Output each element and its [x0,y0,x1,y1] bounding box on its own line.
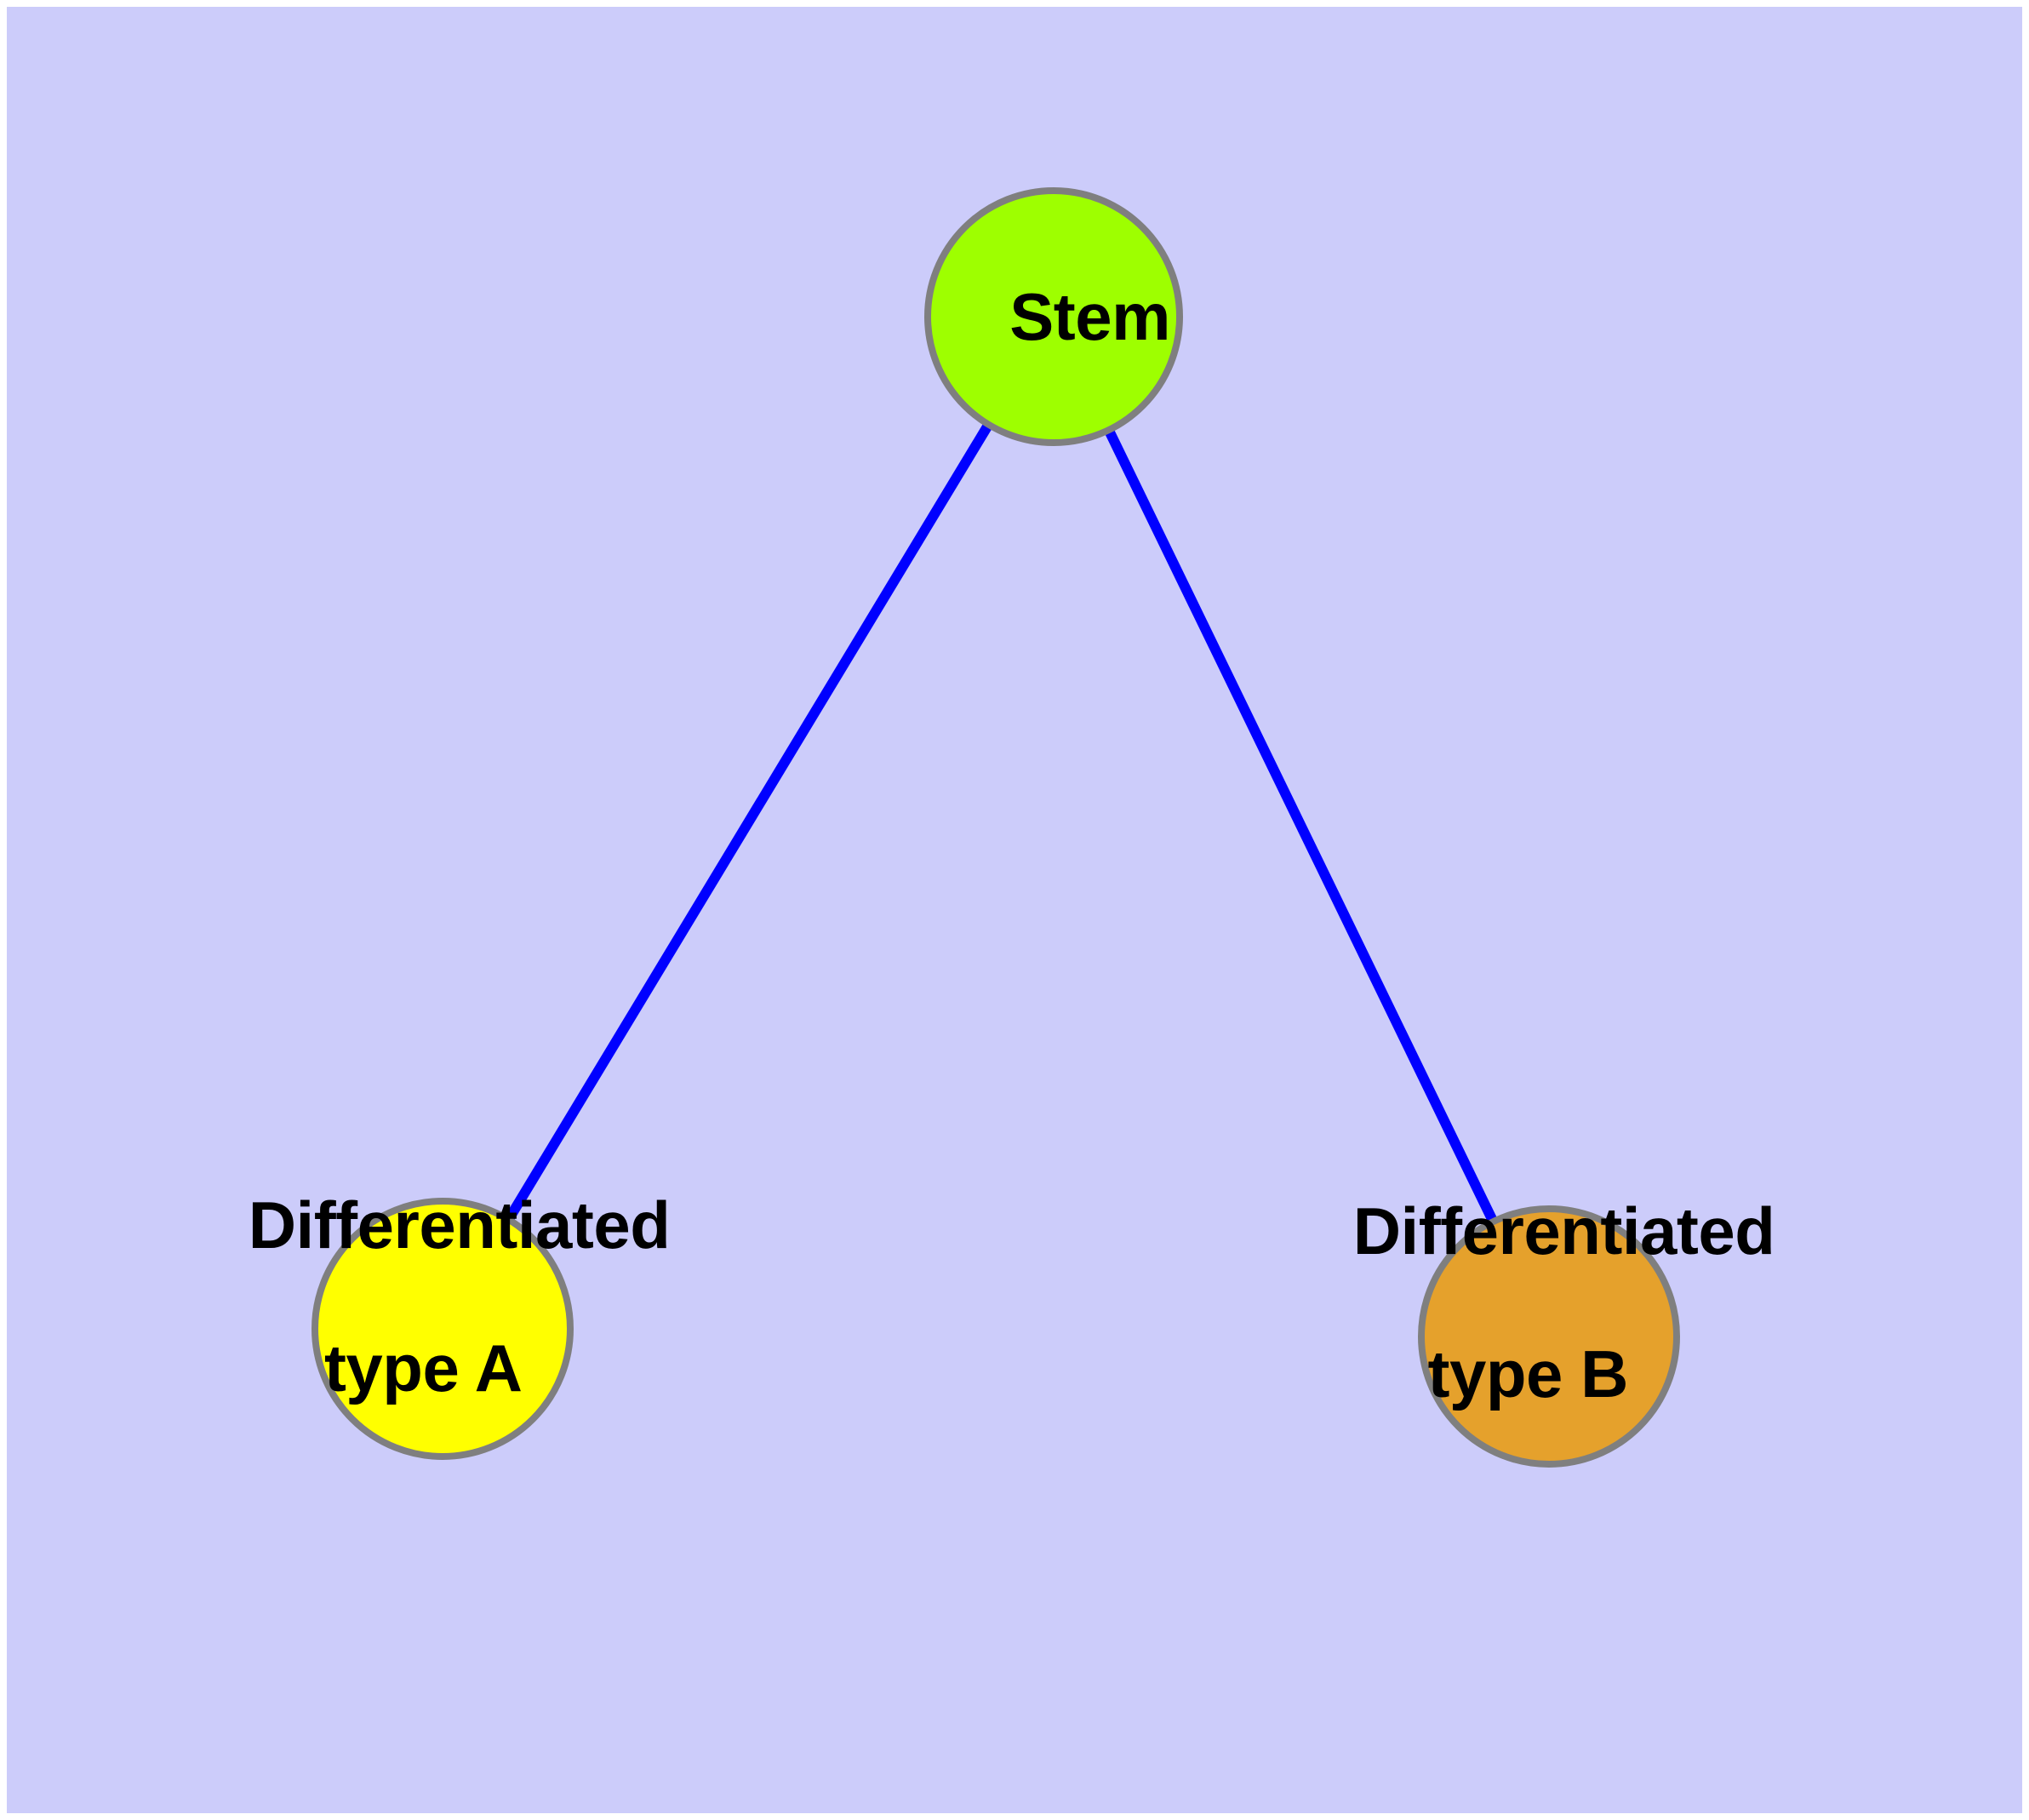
nodes-layer [311,187,1680,1468]
graph-edge-stem-to-diff-a [505,423,992,1221]
edges-layer [505,423,1497,1222]
graph-node-diff-a[interactable] [311,1198,574,1460]
graph-node-diff-b[interactable] [1418,1205,1680,1468]
graph-edge-stem-to-diff-b [1105,429,1497,1222]
graph-node-stem[interactable] [924,187,1183,446]
